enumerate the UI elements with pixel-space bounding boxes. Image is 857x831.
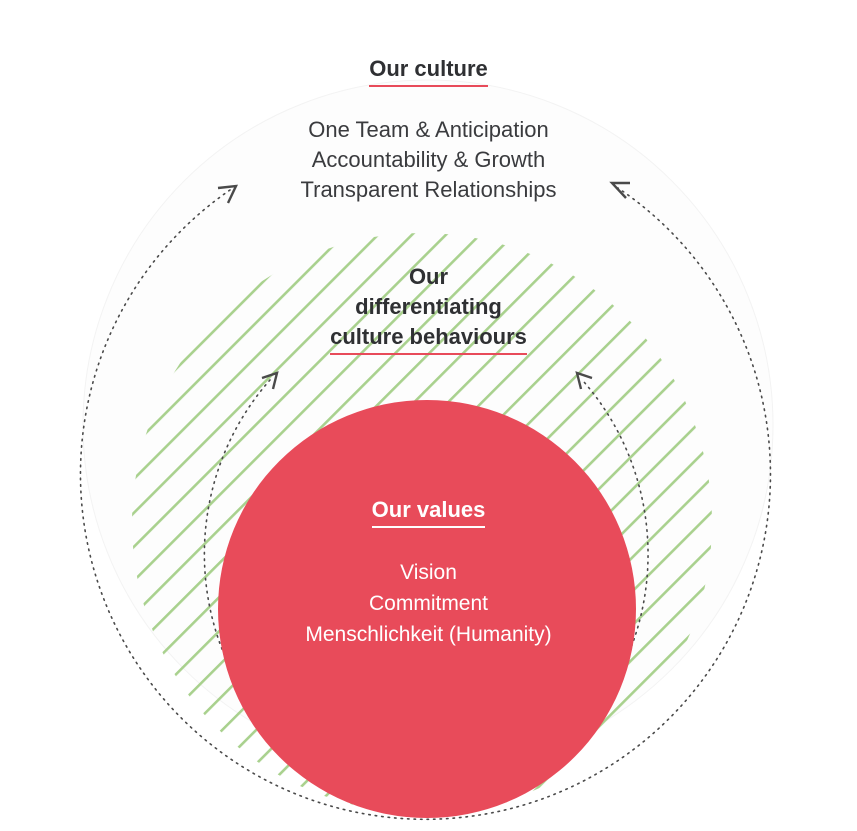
culture-title: Our culture [369, 54, 488, 87]
values-title: Our values [371, 495, 486, 528]
inner-right-arrowhead [575, 371, 593, 390]
behaviours-title-line: Our [408, 264, 449, 289]
behaviours-title-line: differentiating [355, 294, 502, 319]
values-item: Commitment [368, 592, 489, 615]
values-item: Menschlichkeit (Humanity) [305, 623, 552, 646]
culture-item: One Team & Anticipation [308, 117, 549, 142]
culture-items: One Team & Anticipation Accountability &… [0, 115, 857, 205]
inner-left-arrowhead [261, 371, 279, 390]
outer-dotted-arc [79, 187, 772, 821]
outer-left-arrowhead [217, 184, 238, 204]
values-title-block: Our values [0, 495, 857, 528]
inner-dotted-arc [203, 379, 649, 813]
values-items: Vision Commitment Menschlichkeit (Humani… [0, 557, 857, 650]
values-circle [218, 400, 636, 818]
culture-item: Accountability & Growth [311, 147, 546, 172]
culture-item: Transparent Relationships [300, 177, 557, 202]
behaviours-title-block: Our differentiating culture behaviours [0, 262, 857, 355]
culture-title-block: Our culture [0, 54, 857, 87]
values-item: Vision [400, 561, 457, 584]
behaviours-title-line: culture behaviours [330, 322, 527, 355]
outer-right-arrowhead [609, 181, 630, 199]
